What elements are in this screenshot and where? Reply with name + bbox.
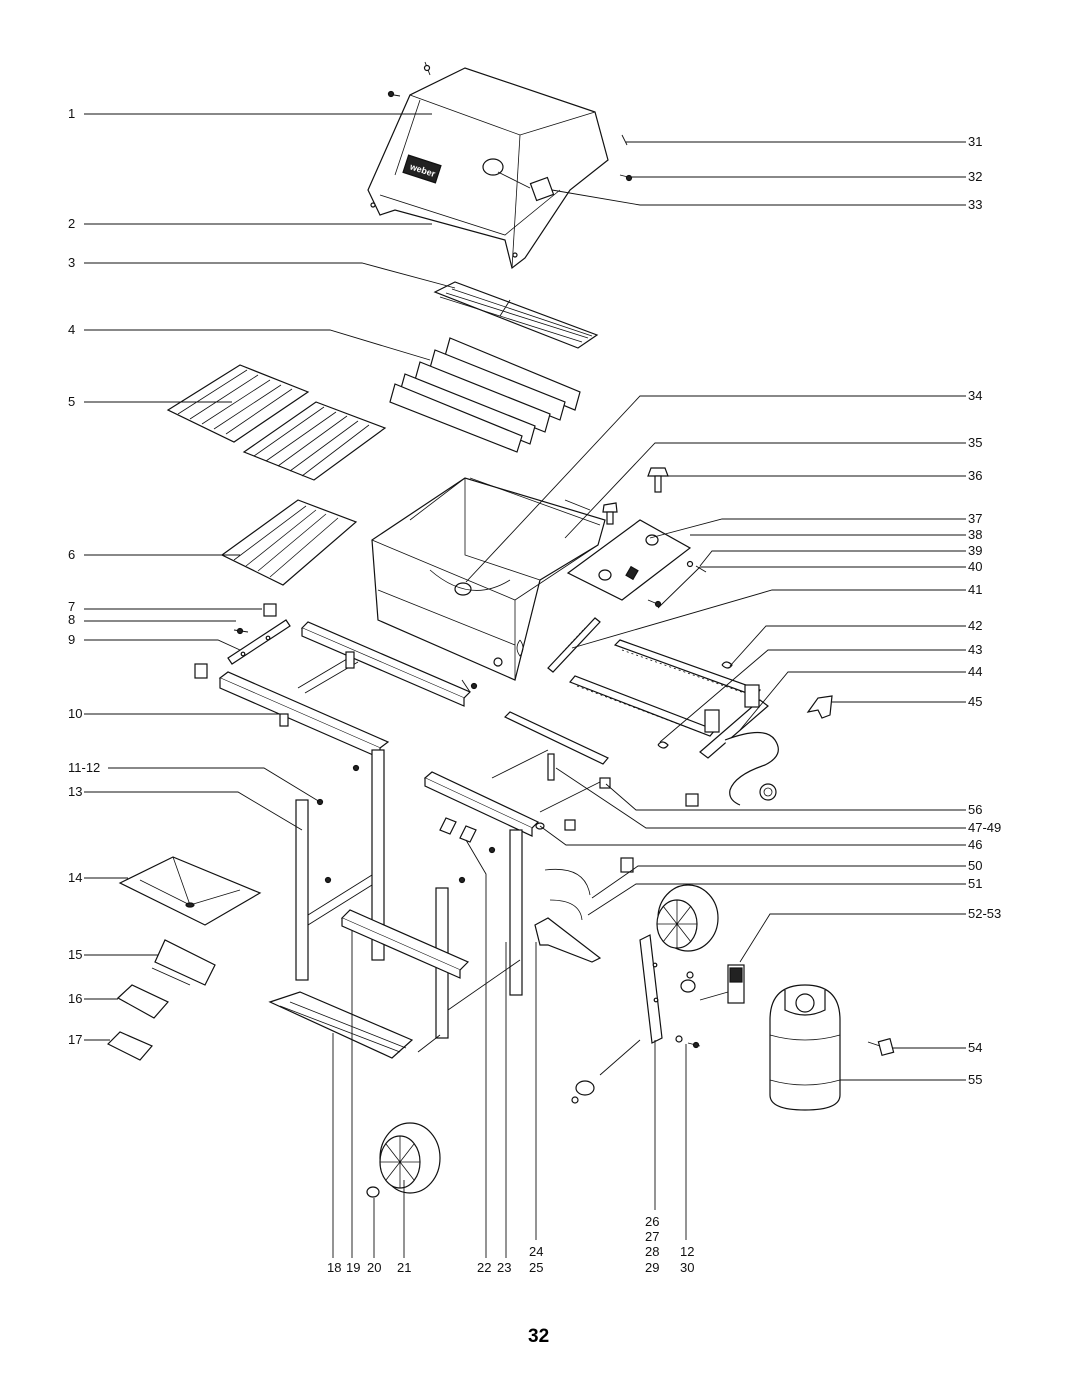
callout-50: 50 [968,858,982,873]
callout-28: 28 [645,1244,659,1259]
cooking-grates [166,364,387,481]
callout-24: 24 [529,1244,543,1259]
callout-54: 54 [968,1040,982,1055]
wing-nuts [657,661,733,749]
callout-39: 39 [968,543,982,558]
callout-5: 5 [68,394,75,409]
callout-35: 35 [968,435,982,450]
callout-56: 56 [968,802,982,817]
callout-55: 55 [968,1072,982,1087]
callout-45: 45 [968,694,982,709]
warming-rack [433,281,599,349]
bottom-bracket [534,917,602,963]
callout-42: 42 [968,618,982,633]
callout-15: 15 [68,947,82,962]
callout-51: 51 [968,876,982,891]
cross-bar [340,909,521,1011]
control-knob [602,467,669,525]
callout-44: 44 [968,664,982,679]
callout-46: 46 [968,837,982,852]
callout-37: 37 [968,511,982,526]
ignitor-wires [544,857,634,921]
callout-12: 12 [680,1244,694,1259]
rear-wheel [656,884,719,952]
grease-tray [118,856,262,926]
callout-27: 27 [645,1229,659,1244]
callout-18: 18 [327,1260,341,1275]
callout-23: 23 [497,1260,511,1275]
callout-21: 21 [397,1260,411,1275]
callout-34: 34 [968,388,982,403]
callout-4: 4 [68,322,75,337]
flavorizer-bars [389,337,581,453]
callout-16: 16 [68,991,82,1006]
control-panel [566,519,707,608]
callout-36: 36 [968,468,982,483]
weber-logo: weber [402,154,442,184]
callout-25: 25 [529,1260,543,1275]
bottom-shelf [268,991,441,1059]
callout-6: 6 [68,547,75,562]
callout-30: 30 [680,1260,694,1275]
callout-40: 40 [968,559,982,574]
callout-20: 20 [367,1260,381,1275]
catch-pan [116,984,169,1019]
callout-41: 41 [968,582,982,597]
callout-13: 13 [68,784,82,799]
callout-31: 31 [968,134,982,149]
callout-10: 10 [68,706,82,721]
ignitor-bracket [547,617,601,673]
propane-tank [769,984,841,1111]
cart-frame [218,621,478,981]
callout-52-53: 52-53 [968,906,1001,921]
drip-pan [106,1031,153,1061]
callout-14: 14 [68,870,82,885]
callout-9: 9 [68,632,75,647]
callout-29: 29 [645,1260,659,1275]
leader-lines [84,113,966,1258]
tank-bracket [806,695,833,719]
callout-7: 7 [68,599,75,614]
bottom-callout-labels: 18 19 20 21 22 23 24 25 26 27 28 29 12 3… [327,1214,694,1275]
left-callout-labels: 1 2 3 4 5 6 7 8 9 10 11-12 13 14 15 16 1… [68,106,100,1047]
side-frame-bracket [194,603,291,679]
burner-tubes [569,639,779,806]
callout-22: 22 [477,1260,491,1275]
callout-17: 17 [68,1032,82,1047]
callout-2: 2 [68,216,75,231]
right-cart-frame [423,711,699,1039]
front-wheel [366,1122,441,1198]
cook-box [371,477,606,681]
callout-26: 26 [645,1214,659,1229]
tank-valve [867,1037,895,1057]
leg-plate [571,934,701,1104]
callout-11-12: 11-12 [68,760,100,775]
callout-33: 33 [968,197,982,212]
callout-43: 43 [968,642,982,657]
callout-3: 3 [68,255,75,270]
page-number: 32 [528,1326,549,1347]
catch-pan-holder [151,939,216,986]
drip-tray-rails [220,499,358,586]
callout-38: 38 [968,527,982,542]
callout-19: 19 [346,1260,360,1275]
callout-32: 32 [968,169,982,184]
callout-8: 8 [68,612,75,627]
right-callout-labels: 31 32 33 34 35 36 37 38 39 40 41 42 43 4… [968,134,1001,1087]
callout-1: 1 [68,106,75,121]
callout-47-49: 47-49 [968,820,1001,835]
lid-hardware [387,61,633,182]
ignitor-module [699,964,745,1004]
grill-lid [367,67,609,270]
